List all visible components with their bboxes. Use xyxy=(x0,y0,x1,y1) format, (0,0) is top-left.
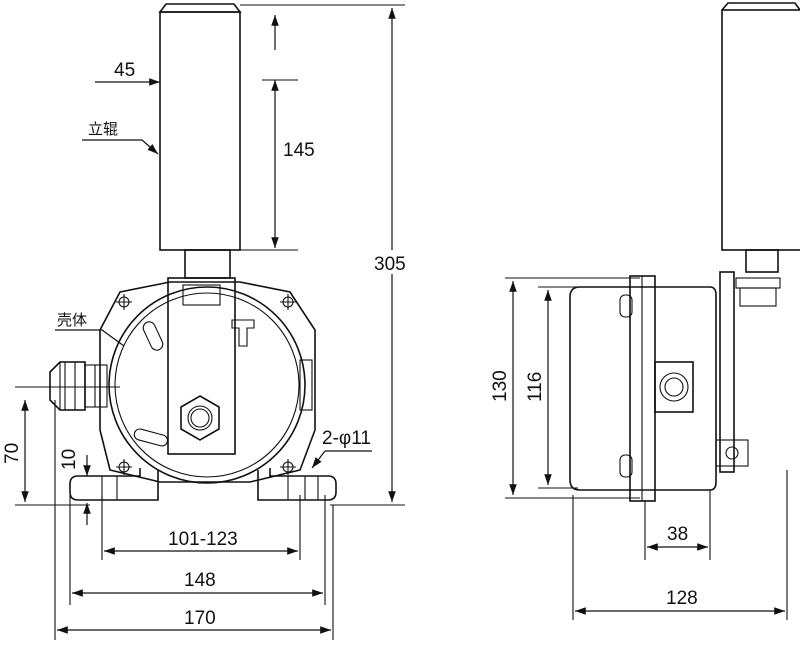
front-view: 45 立辊 145 305 壳体 2-φ11 70 10 xyxy=(2,3,412,640)
label-housing: 壳体 xyxy=(57,311,87,329)
side-view: 130 116 38 128 xyxy=(490,2,800,620)
dim-body-height: 130 xyxy=(490,370,511,402)
dim-flange-width: 38 xyxy=(667,524,688,545)
dim-mount-height: 116 xyxy=(525,372,546,402)
screw-icon xyxy=(116,294,296,475)
label-mount-holes: 2-φ11 xyxy=(322,428,371,449)
bracket-arm xyxy=(167,277,236,455)
dim-hole-spacing: 101-123 xyxy=(168,529,238,550)
cable-gland xyxy=(15,361,120,411)
dim-overall-height: 305 xyxy=(374,254,406,275)
dim-foot-thickness: 10 xyxy=(59,449,80,470)
dim-base-width-inner: 148 xyxy=(184,570,216,591)
housing xyxy=(99,281,316,484)
dim-roller-length: 145 xyxy=(283,140,315,161)
dim-base-width-overall: 170 xyxy=(184,608,216,629)
label-roller: 立辊 xyxy=(88,120,118,138)
dim-base-height: 70 xyxy=(2,443,23,464)
mounting-feet xyxy=(69,468,337,501)
vertical-roller xyxy=(158,3,242,279)
dim-overall-depth: 128 xyxy=(666,588,698,609)
dim-roller-diameter: 45 xyxy=(114,60,135,81)
